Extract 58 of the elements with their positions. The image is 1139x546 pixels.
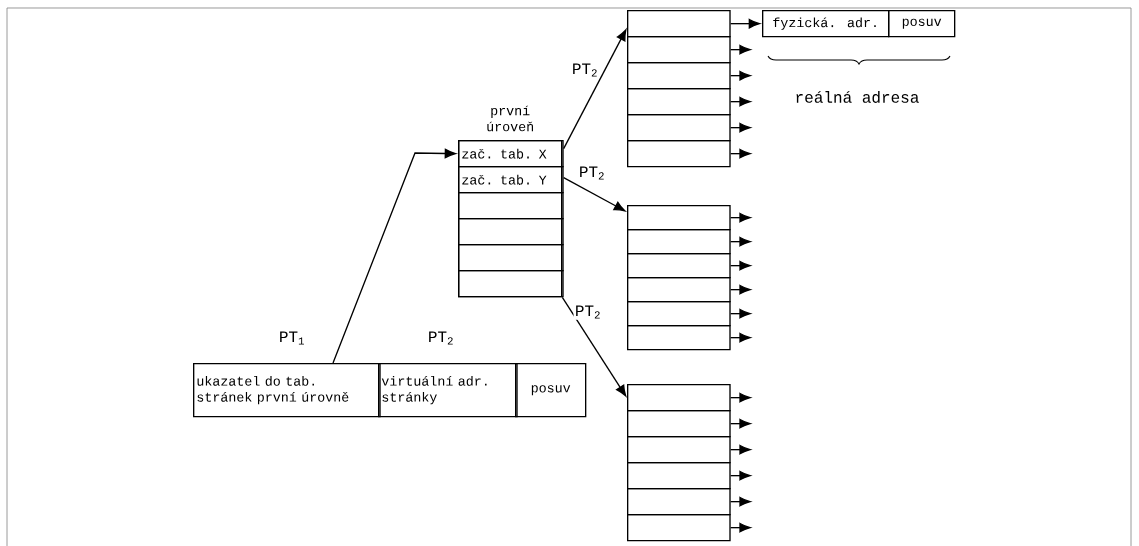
label: PT$_{1}$: [280, 331, 304, 345]
arrow: [563, 29, 627, 150]
table-row: [627, 384, 731, 412]
arrow: [730, 70, 751, 81]
table-row: [458, 218, 564, 246]
table-row: [458, 192, 564, 220]
table-row: [627, 436, 731, 464]
address-cell: posuv: [888, 10, 956, 38]
arrow: [730, 418, 751, 429]
arrow: [332, 148, 457, 364]
arrow: [730, 496, 751, 507]
arrow: [730, 284, 751, 295]
arrow: [730, 44, 751, 55]
edge-label: PT$_{2}$: [573, 63, 597, 77]
arrow: [730, 18, 761, 29]
arrow: [730, 308, 751, 319]
arrow: [730, 148, 751, 159]
edge-label: PT$_{2}$: [580, 166, 604, 180]
arrow: [561, 296, 627, 397]
table-row: [627, 205, 731, 231]
arrow: [730, 260, 751, 271]
label: PT$_{2}$: [429, 331, 453, 345]
table-row: [627, 325, 731, 351]
table-row: [627, 514, 731, 542]
address-cell: ukazatel do tab. stránek první úrovně: [193, 363, 381, 418]
table-row: [627, 410, 731, 438]
arrow: [730, 236, 751, 247]
table-row: [627, 88, 731, 116]
address-cell: fyzická. adr.: [762, 10, 890, 38]
arrow: [730, 332, 751, 343]
table-row: [458, 244, 564, 272]
table-row: [627, 488, 731, 516]
arrow: [730, 96, 751, 107]
table-row: [627, 253, 731, 279]
table-row: [627, 114, 731, 142]
address-cell: posuv: [515, 363, 587, 418]
table-row: [627, 140, 731, 168]
table-row: [627, 462, 731, 490]
arrow: [730, 444, 751, 455]
arrow: [730, 392, 751, 403]
label: reálná adresa: [796, 91, 919, 103]
table-row: [627, 36, 731, 64]
edge-label: PT$_{2}$: [576, 305, 600, 319]
address-cell: virtuální adr. stránky: [378, 363, 518, 418]
arrow: [730, 122, 751, 133]
table-row: zač. tab. Y: [458, 166, 564, 194]
table-row: [627, 62, 731, 90]
table-row: [627, 277, 731, 303]
node-label: první úroveň: [487, 105, 534, 132]
arrow: [730, 470, 751, 481]
arrow: [730, 522, 751, 533]
table-row: [458, 270, 564, 298]
table-row: [627, 301, 731, 327]
table-row: [627, 229, 731, 255]
arrow: [563, 177, 626, 212]
arrow: [730, 212, 751, 223]
table-row: zač. tab. X: [458, 140, 564, 168]
table-row: [627, 10, 731, 38]
